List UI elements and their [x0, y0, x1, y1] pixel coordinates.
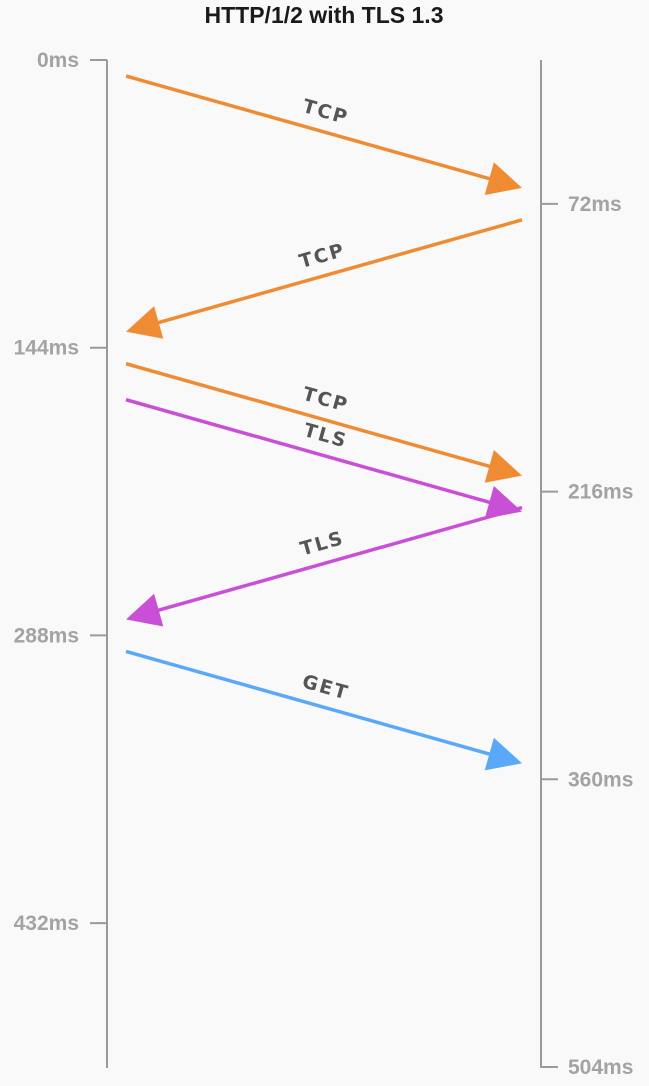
arrow-shaft — [125, 398, 492, 505]
arrow-shaft — [156, 218, 523, 325]
arrow-shaft — [156, 505, 523, 613]
arrowhead — [484, 162, 522, 195]
tls-message-arrow: TLS — [126, 505, 523, 627]
arrowhead — [126, 306, 164, 339]
message-label: TCP — [300, 383, 351, 417]
message-label: TCP — [300, 95, 351, 129]
right-tick-label: 72ms — [568, 193, 622, 216]
right-tick-label: 216ms — [568, 481, 633, 504]
left-tick-label: 432ms — [14, 912, 79, 935]
arrow-shaft — [125, 362, 492, 469]
arrowhead — [484, 737, 522, 771]
message-label: TLS — [298, 527, 347, 560]
arrowhead — [484, 450, 522, 483]
tcp-message-arrow: TCP — [125, 74, 522, 195]
left-tick-label: 144ms — [14, 337, 79, 360]
tick-marks: 0ms 144ms 288ms 432ms 72ms 216ms 360ms 504ms — [14, 49, 634, 1079]
arrow-shaft — [125, 649, 492, 757]
left-tick-label: 0ms — [37, 49, 79, 72]
arrow-shaft — [125, 74, 492, 181]
message-label: GET — [300, 671, 352, 705]
get-message-arrow: GET — [125, 649, 522, 771]
diagram-title: HTTP/1/2 with TLS 1.3 — [205, 2, 444, 28]
arrowhead — [126, 593, 164, 627]
left-tick-label: 288ms — [14, 624, 79, 647]
right-tick-label: 360ms — [568, 768, 633, 791]
tcp-message-arrow: TCP — [126, 218, 523, 339]
message-label: TCP — [297, 239, 348, 273]
right-tick-label: 504ms — [568, 1056, 633, 1079]
